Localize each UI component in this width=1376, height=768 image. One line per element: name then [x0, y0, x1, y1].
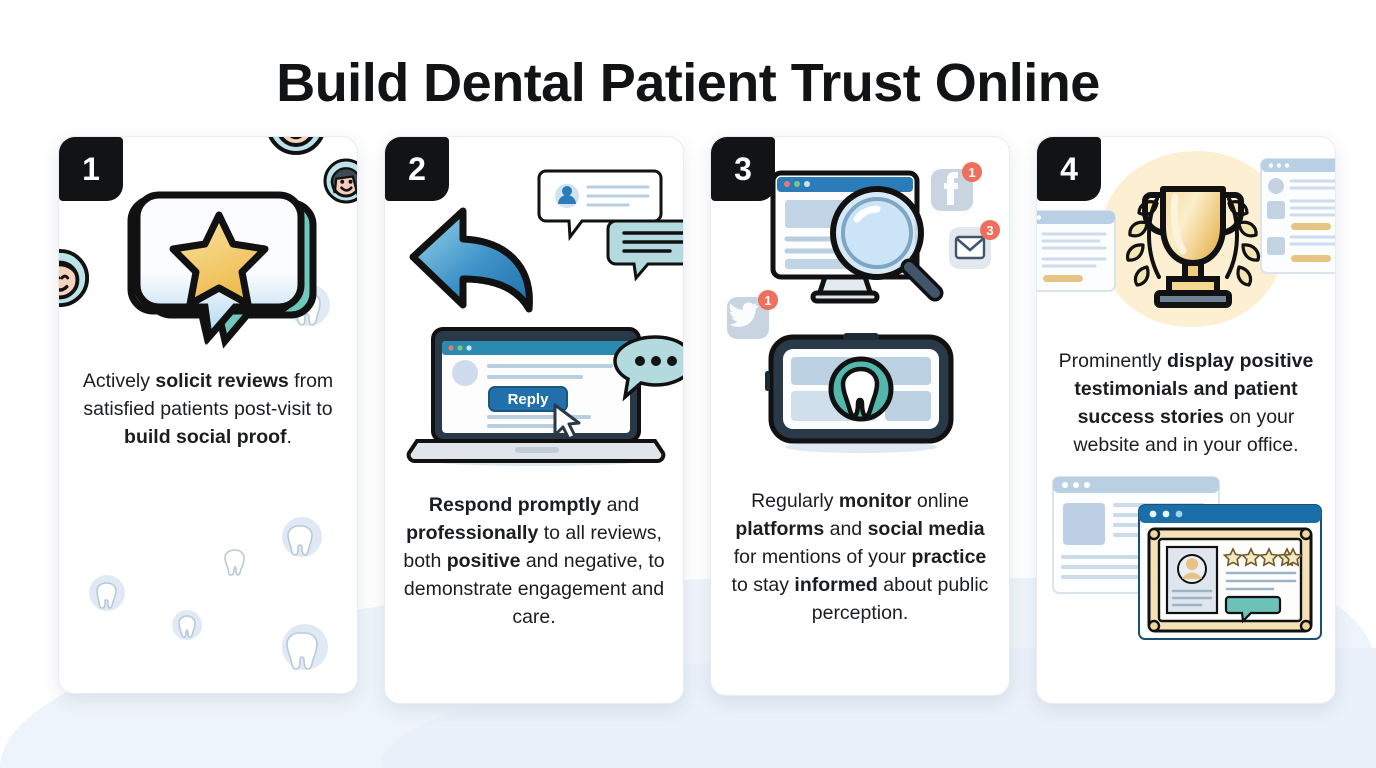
chat-bubble-teal-icon	[606, 219, 683, 282]
review-card-icon	[1037, 210, 1116, 292]
mail-badge-count: 3	[986, 223, 993, 238]
typing-bubble-icon	[613, 335, 683, 402]
star-speech-bubble-icon	[59, 137, 357, 357]
reply-arrow-laptop-icon: Reply	[385, 137, 683, 477]
review-card-icon	[1260, 158, 1335, 274]
step-number-badge-3: 3	[711, 137, 775, 201]
laptop-with-reply-icon: Reply	[406, 327, 666, 466]
step-card-2[interactable]: 2	[384, 136, 684, 704]
page-title: Build Dental Patient Trust Online	[276, 53, 1100, 113]
testimonial-display-group	[1037, 467, 1335, 657]
tooth-decorations	[89, 284, 330, 670]
monitor-search-icon	[770, 170, 944, 304]
trophy-laurel-testimonial-icon	[1037, 137, 1335, 347]
step-number-badge-2: 2	[385, 137, 449, 201]
step-caption-4: Prominently display positive testimonial…	[1058, 350, 1314, 456]
step-caption-2: Respond promptly and professionally to a…	[403, 494, 665, 628]
avatar	[59, 248, 90, 308]
step-card-3[interactable]: 3	[710, 136, 1010, 696]
star-rating	[1222, 547, 1304, 567]
framed-testimonial-icon	[1138, 504, 1322, 640]
trophy-icon	[1126, 186, 1260, 308]
facebook-badge-count: 1	[968, 165, 975, 180]
reply-arrow-icon	[409, 207, 533, 313]
step-number-badge-4: 4	[1037, 137, 1101, 201]
twitter-icon: 1	[727, 290, 778, 339]
phone-tooth-icon	[765, 333, 954, 453]
monitor-magnifier-phone-icon: 1 3 1	[711, 137, 1009, 477]
steps-card-list: 1	[0, 114, 1376, 704]
mail-icon: 3	[949, 220, 1000, 269]
facebook-icon: 1	[931, 162, 982, 211]
avatar	[268, 137, 324, 155]
step-caption-1: Actively solicit reviews from satisfied …	[82, 370, 334, 448]
step-caption-3: Regularly monitor online platforms and s…	[731, 490, 989, 624]
twitter-badge-count: 1	[764, 293, 771, 308]
avatar	[323, 158, 357, 204]
step-number-badge-1: 1	[59, 137, 123, 201]
step-card-4[interactable]: 4	[1036, 136, 1336, 704]
laptop-reply-button-label[interactable]: Reply	[508, 391, 550, 408]
step-card-1[interactable]: 1	[58, 136, 358, 694]
